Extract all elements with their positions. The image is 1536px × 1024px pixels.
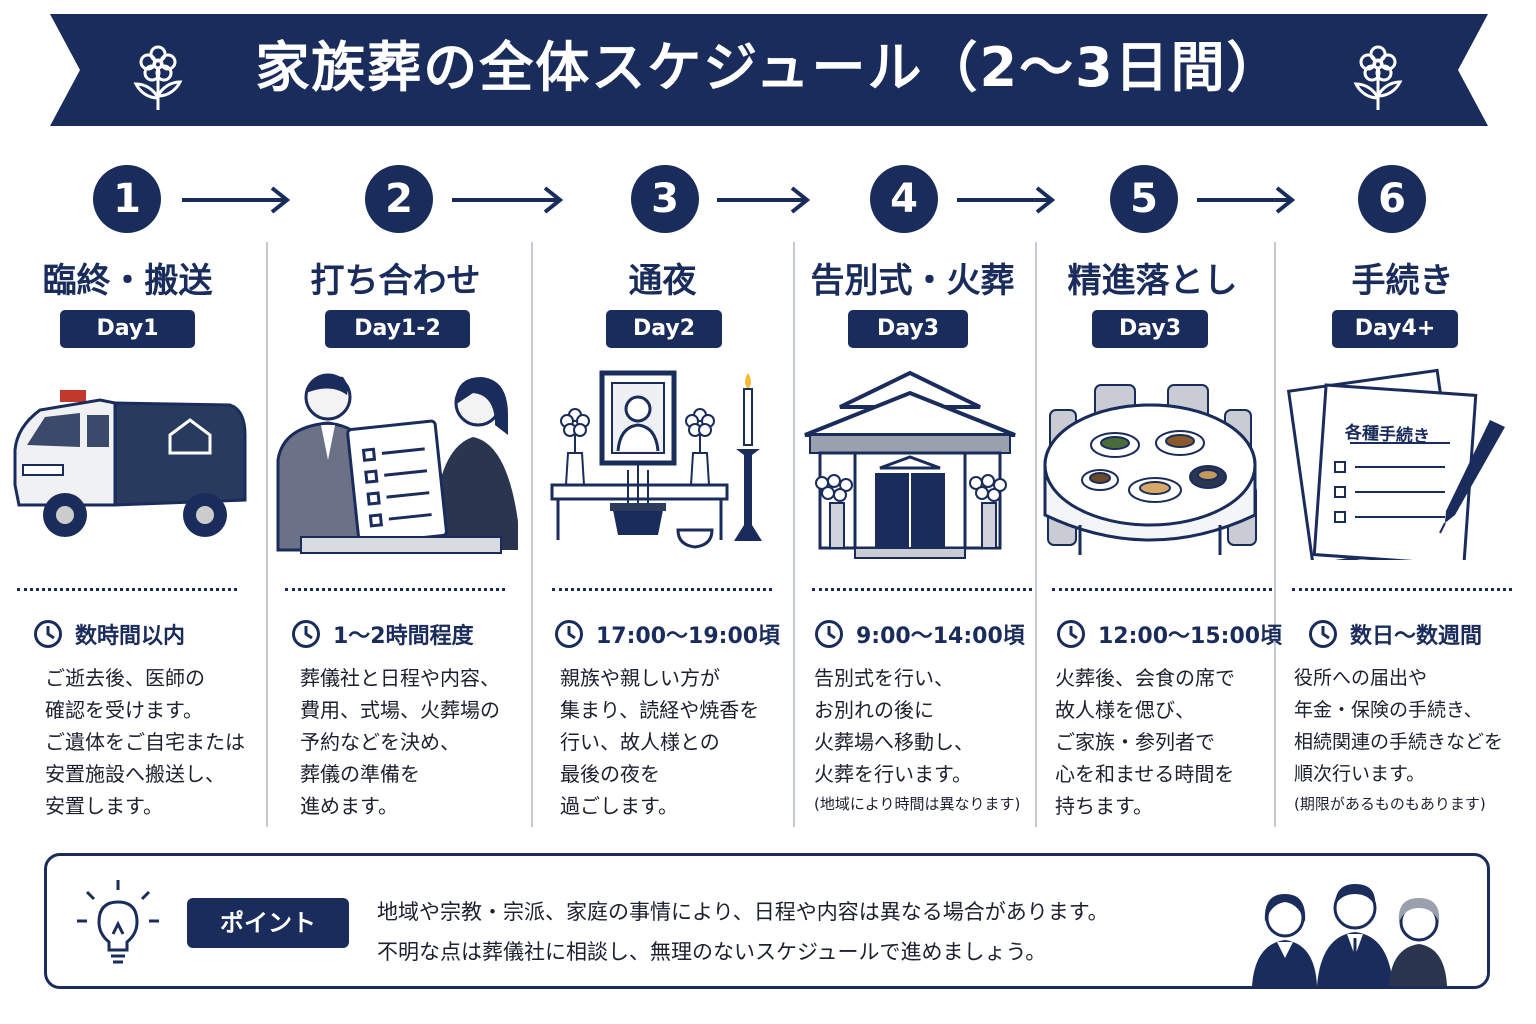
step-description: 親族や親しい方が集まり、読経や焼香を行い、故人様との最後の夜を過ごします。 (560, 666, 760, 818)
meeting-icon (276, 373, 518, 554)
lightbulb-icon (77, 880, 159, 964)
step-note: (地域により時間は異なります) (814, 795, 1021, 813)
step-number: 6 (1358, 165, 1426, 233)
clock-icon (555, 620, 583, 648)
step-title: 精進落とし (1067, 261, 1238, 301)
time-estimate: 数時間以内 (75, 624, 186, 649)
clock-icon (815, 620, 843, 648)
day-badge: Day2 (606, 310, 722, 348)
column-separator (793, 242, 795, 827)
title-banner: 家族葬の全体スケジュール（2～3日間） (50, 14, 1488, 126)
time-estimate: 12:00～15:00頃 (1098, 624, 1283, 649)
step-number: 4 (870, 165, 938, 233)
step-1: 1 臨終・搬送 Day1 数時間以内 ご逝去後、医師の確認を受けます。ご遺体をご… (5, 165, 250, 830)
altar-icon (550, 370, 762, 549)
time-row: 数日～数週間 (1308, 617, 1482, 651)
step-description: 火葬後、会食の席で故人様を偲び、ご家族・参列者で心を和ませる時間を持ちます。 (1055, 666, 1235, 818)
document-title: 各種手続き (1344, 422, 1431, 448)
point-label: ポイント (187, 898, 349, 948)
clock-icon (34, 620, 62, 648)
arrow-right-icon (182, 186, 291, 214)
clock-icon (1057, 620, 1085, 648)
arrow-right-icon (717, 186, 811, 214)
arrow-right-icon (957, 186, 1056, 214)
time-row: 9:00～14:00頃 (814, 617, 1025, 651)
step-number: 2 (365, 165, 433, 233)
arrow-right-icon (1197, 186, 1296, 214)
flower-left-icon (118, 36, 198, 116)
day-badge: Day4+ (1332, 310, 1458, 348)
step-description: ご逝去後、医師の確認を受けます。ご遺体をご自宅または安置施設へ搬送し、安置します… (45, 666, 245, 818)
hearse-icon (13, 390, 247, 537)
step-title: 手続き (1351, 261, 1454, 301)
divider (285, 588, 505, 591)
step-title: 打ち合わせ (310, 261, 481, 301)
step-description: 告別式を行い、お別れの後に火葬場へ移動し、火葬を行います。 (地域により時間は異… (814, 662, 1020, 818)
divider (552, 588, 772, 591)
page-title: 家族葬の全体スケジュール（2～3日間） (255, 36, 1283, 99)
step-description: 葬儀社と日程や内容、費用、式場、火葬場の予約などを決め、葬儀の準備を進めます。 (300, 666, 500, 818)
time-row: 数時間以内 (33, 617, 185, 651)
step-title: 告別式・火葬 (810, 261, 1015, 301)
step-description: 役所への届出や年金・保険の手続き、相続関連の手続きなどを順次行います。 (期限が… (1294, 662, 1503, 818)
divider (1292, 588, 1512, 591)
step-6: 6 手続き Day4+ 各種手続き 数日～数週間 役所への届出や年金・保険の手続… (1280, 165, 1525, 830)
step-5: 5 精進落とし Day3 12:00～15:00頃 火葬後、会食の席で故人様を偲… (1040, 165, 1285, 830)
point-box: ポイント 地域や宗教・宗派、家庭の事情により、日程や内容は異なる場合があります。… (44, 853, 1490, 989)
step-2: 2 打ち合わせ Day1-2 1～2時間程度 葬儀社と日程や内容、費用、式場、火… (273, 165, 518, 830)
day-badge: Day1-2 (325, 310, 470, 348)
flower-right-icon (1338, 36, 1418, 116)
time-estimate: 17:00～19:00頃 (596, 624, 781, 649)
divider (1052, 588, 1272, 591)
step-number: 5 (1110, 165, 1178, 233)
day-badge: Day1 (60, 310, 195, 348)
column-separator (266, 242, 268, 827)
point-text: 地域や宗教・宗派、家庭の事情により、日程や内容は異なる場合があります。 不明な点… (377, 900, 1109, 964)
step-4: 4 告別式・火葬 Day3 9:00～14:00頃 告別式を行い、お別れの後に火… (800, 165, 1045, 830)
step-number: 3 (631, 165, 699, 233)
column-separator (1035, 242, 1037, 827)
time-estimate: 1～2時間程度 (333, 624, 474, 649)
clock-icon (292, 620, 320, 648)
divider (812, 588, 1032, 591)
time-estimate: 9:00～14:00頃 (856, 624, 1025, 649)
step-3: 3 通夜 Day2 17:00～19:00頃 親族や親しい方が集まり、読経や焼香… (540, 165, 785, 830)
step-note: (期限があるものもあります) (1294, 795, 1486, 813)
time-row: 1～2時間程度 (291, 617, 474, 651)
day-badge: Day3 (1092, 310, 1208, 348)
step-number: 1 (93, 165, 161, 233)
documents-icon (1286, 368, 1505, 560)
staff-people-icon (1252, 884, 1447, 986)
arrow-right-icon (452, 186, 564, 214)
dining-table-icon (1043, 384, 1257, 555)
clock-icon (1309, 620, 1337, 648)
divider (17, 588, 237, 591)
step-title: 臨終・搬送 (42, 261, 213, 301)
column-separator (531, 242, 533, 827)
step-title: 通夜 (628, 261, 697, 301)
funeral-hall-icon (804, 370, 1016, 559)
time-estimate: 数日～数週間 (1350, 624, 1483, 649)
time-row: 17:00～19:00頃 (554, 617, 780, 651)
time-row: 12:00～15:00頃 (1056, 617, 1282, 651)
day-badge: Day3 (848, 310, 968, 348)
column-separator (1274, 242, 1276, 827)
